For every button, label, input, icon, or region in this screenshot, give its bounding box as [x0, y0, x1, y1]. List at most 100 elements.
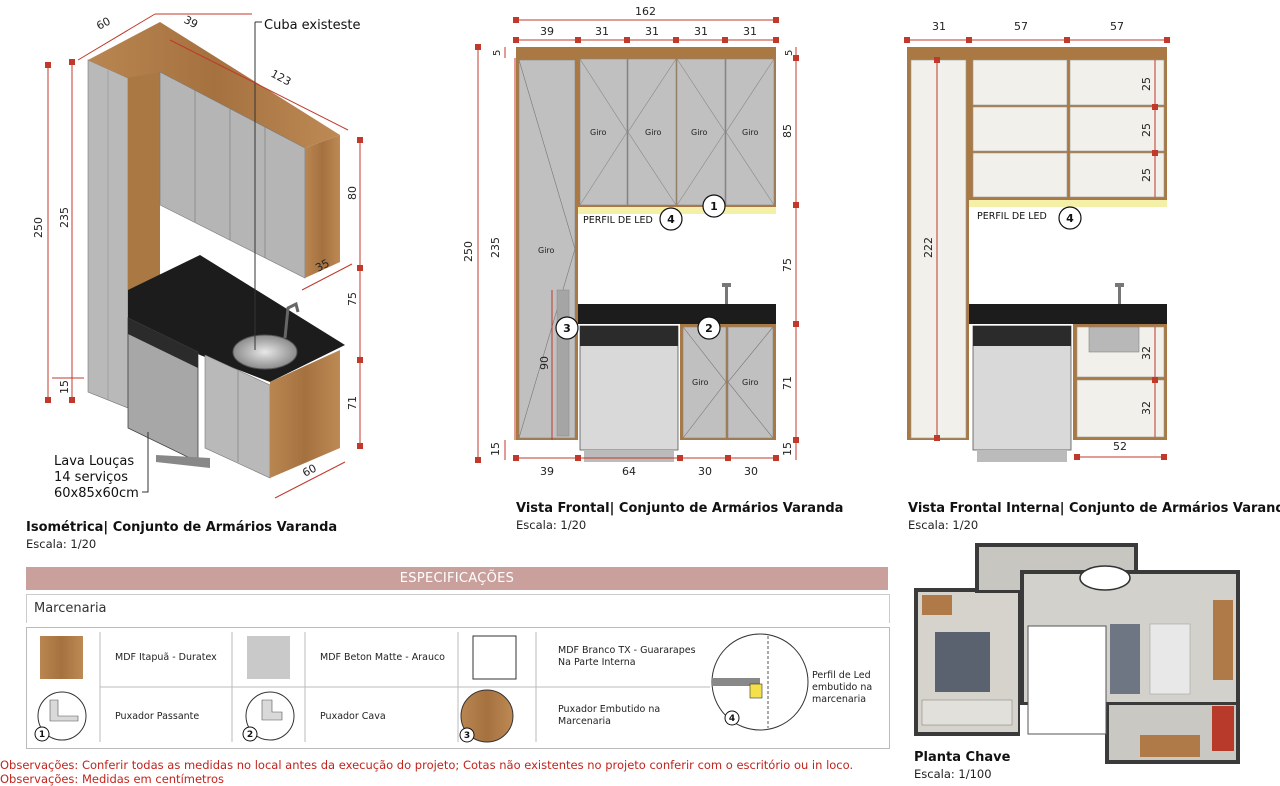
front-dim-top-31a: 31 — [595, 25, 609, 38]
iso-dim-123: 123 — [269, 67, 294, 88]
spec-section-label: Marcenaria — [34, 601, 107, 616]
iso-dishwasher-l2: 14 serviços — [54, 470, 128, 485]
front-giro-u2: Giro — [645, 128, 662, 137]
iso-dishwasher-l3: 60x85x60cm — [54, 486, 139, 501]
inner-marker-4 — [1058, 206, 1082, 230]
iso-sink-label: Cuba existeste — [264, 18, 360, 33]
iso-title: Isométrica| Conjunto de Armários Varanda — [26, 520, 338, 535]
front-lower-door-2 — [727, 326, 774, 439]
front-upper-door-3 — [676, 58, 726, 206]
front-marker-4-num: 4 — [667, 213, 675, 226]
front-dim-15-right: 15 — [781, 442, 794, 456]
spec-table-dividers — [99, 632, 710, 742]
inner-front-view: 31 57 57 222 25 25 25 32 32 52 PERFIL DE… — [904, 20, 1170, 462]
inner-marker-4-num: 4 — [1066, 212, 1074, 225]
front-dim-bot-64: 64 — [622, 465, 636, 478]
iso-dim-60-bottom: 60 — [300, 462, 318, 480]
spec-section-box: Marcenaria — [26, 594, 890, 623]
front-dim-top-31d: 31 — [743, 25, 757, 38]
iso-dishwasher-l1: Lava Louças — [54, 454, 134, 469]
inner-dim-25b: 25 — [1140, 123, 1153, 137]
inner-scale: Escala: 1/20 — [908, 518, 979, 532]
iso-dim-75: 75 — [346, 292, 359, 306]
front-marker-3 — [555, 316, 579, 340]
key-plan — [914, 543, 1240, 764]
inner-title: Vista Frontal Interna| Conjunto de Armár… — [908, 501, 1280, 516]
front-upper-door-4 — [725, 58, 775, 206]
obs-line-2: Observações: Medidas em centímetros — [0, 772, 225, 786]
inner-dim-52: 52 — [1113, 440, 1127, 453]
front-dim-top-31c: 31 — [694, 25, 708, 38]
swatch-mdf-beton — [247, 636, 290, 679]
spec-led-l2: embutido na — [812, 682, 873, 693]
inner-dim-32a: 32 — [1140, 346, 1153, 360]
front-marker-1 — [702, 194, 726, 218]
front-top-panel — [516, 47, 776, 57]
iso-dim-60-top: 60 — [94, 15, 112, 33]
front-marker-2-num: 2 — [705, 322, 713, 335]
front-dim-250: 250 — [462, 241, 475, 262]
plan-highlight — [1027, 625, 1107, 735]
plan-scale: Escala: 1/100 — [914, 767, 992, 781]
inner-dim-25c: 25 — [1140, 168, 1153, 182]
front-giro-l1: Giro — [692, 378, 709, 387]
iso-dim-250: 250 — [32, 217, 45, 238]
inner-dim-25a: 25 — [1140, 77, 1153, 91]
spec-header: ESPECIFICAÇÕES — [26, 567, 888, 590]
front-upper-door-2 — [627, 58, 677, 206]
iso-top-panel — [88, 22, 340, 148]
spec-table — [26, 627, 890, 749]
front-dim-15: 15 — [489, 442, 502, 456]
inner-dim-31: 31 — [932, 20, 946, 33]
iso-dim-80: 80 — [346, 186, 359, 200]
swatch-mdf-branco — [472, 635, 517, 680]
front-title: Vista Frontal| Conjunto de Armários Vara… — [516, 501, 844, 516]
front-dim-bot-30a: 30 — [698, 465, 712, 478]
front-giro-tall: Giro — [538, 246, 555, 255]
spec-number-markers: 1 2 3 4 — [34, 710, 740, 743]
front-dim-top-31b: 31 — [645, 25, 659, 38]
front-countertop — [578, 304, 776, 324]
front-dim-left-5: 5 — [492, 50, 503, 56]
iso-back-wall — [128, 72, 160, 300]
front-dishwasher — [579, 325, 679, 451]
front-lower-door-1 — [682, 326, 727, 439]
inner-dim-222: 222 — [922, 237, 935, 258]
front-dim-bot-30b: 30 — [744, 465, 758, 478]
front-dim-right-5: 5 — [784, 50, 795, 56]
front-dim-75: 75 — [781, 258, 794, 272]
spec-pux1: Puxador Passante — [115, 711, 200, 722]
front-giro-u3: Giro — [691, 128, 708, 137]
inner-dim-57b: 57 — [1110, 20, 1124, 33]
isometric-view: 60 39 123 250 235 15 80 35 75 71 60 Cuba… — [32, 13, 363, 501]
spec-mat3-l1: MDF Branco TX - Guararapes — [558, 645, 696, 656]
inner-dim-57a: 57 — [1014, 20, 1028, 33]
front-dim-bot-39: 39 — [540, 465, 554, 478]
spec-n1: 1 — [39, 730, 45, 740]
spec-pux2: Puxador Cava — [320, 711, 386, 722]
iso-lower-side — [270, 350, 340, 478]
spec-n3: 3 — [464, 731, 470, 741]
obs-line-1: Observações: Conferir todas as medidas n… — [0, 758, 854, 772]
front-giro-u4: Giro — [742, 128, 759, 137]
spec-n2: 2 — [247, 730, 253, 740]
iso-dim-39: 39 — [182, 13, 200, 31]
inner-dim-32b: 32 — [1140, 401, 1153, 415]
front-marker-2 — [697, 316, 721, 340]
front-dim-71: 71 — [781, 376, 794, 390]
iso-upper-side — [305, 135, 340, 278]
inner-tall-interior — [910, 59, 967, 439]
front-dim-total: 162 — [635, 5, 656, 18]
front-led-label: PERFIL DE LED — [583, 215, 653, 226]
spec-mat3-l2: Na Parte Interna — [558, 657, 636, 668]
front-giro-l2: Giro — [742, 378, 759, 387]
swatch-mdf-itapua — [40, 636, 83, 679]
spec-led-l1: Perfil de Led — [812, 670, 871, 681]
iso-dim-71: 71 — [346, 396, 359, 410]
spec-pux3-l2: Marcenaria — [558, 716, 611, 727]
front-giro-u1: Giro — [590, 128, 607, 137]
iso-dim-235: 235 — [58, 207, 71, 228]
plan-title: Planta Chave — [914, 750, 1011, 765]
inner-led-label: PERFIL DE LED — [977, 211, 1047, 222]
